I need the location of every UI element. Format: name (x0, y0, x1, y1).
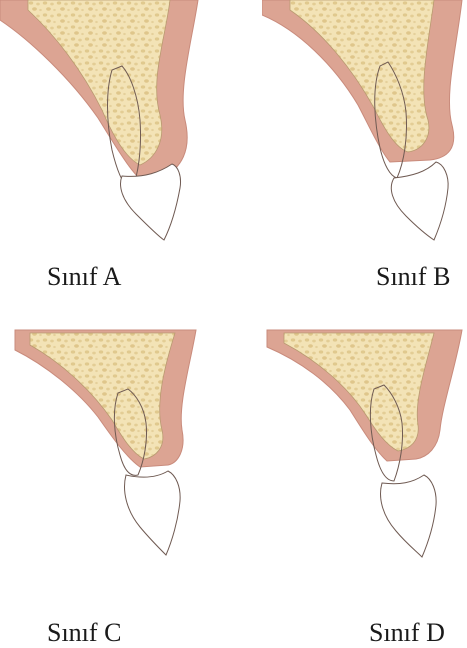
class-c-label: Sınıf C (47, 620, 121, 646)
diagram-class-d (262, 325, 467, 570)
alveolar-bone (290, 0, 434, 152)
alveolar-bone (30, 333, 175, 459)
alveolar-bone (284, 333, 434, 451)
class-a-illustration (0, 0, 215, 245)
class-b-label: Sınıf B (376, 264, 450, 290)
alveolar-bone (28, 0, 170, 165)
tooth-crown (381, 475, 437, 557)
tooth-crown (391, 162, 448, 240)
diagram-class-c (0, 325, 215, 570)
diagram-class-a (0, 0, 215, 245)
class-a-label: Sınıf A (47, 264, 121, 290)
class-d-label: Sınıf D (369, 620, 445, 646)
tooth-crown (125, 471, 181, 555)
class-d-illustration (262, 325, 467, 570)
class-b-illustration (262, 0, 467, 245)
diagram-class-b (262, 0, 467, 245)
class-c-illustration (0, 325, 215, 570)
tooth-crown (121, 164, 181, 240)
